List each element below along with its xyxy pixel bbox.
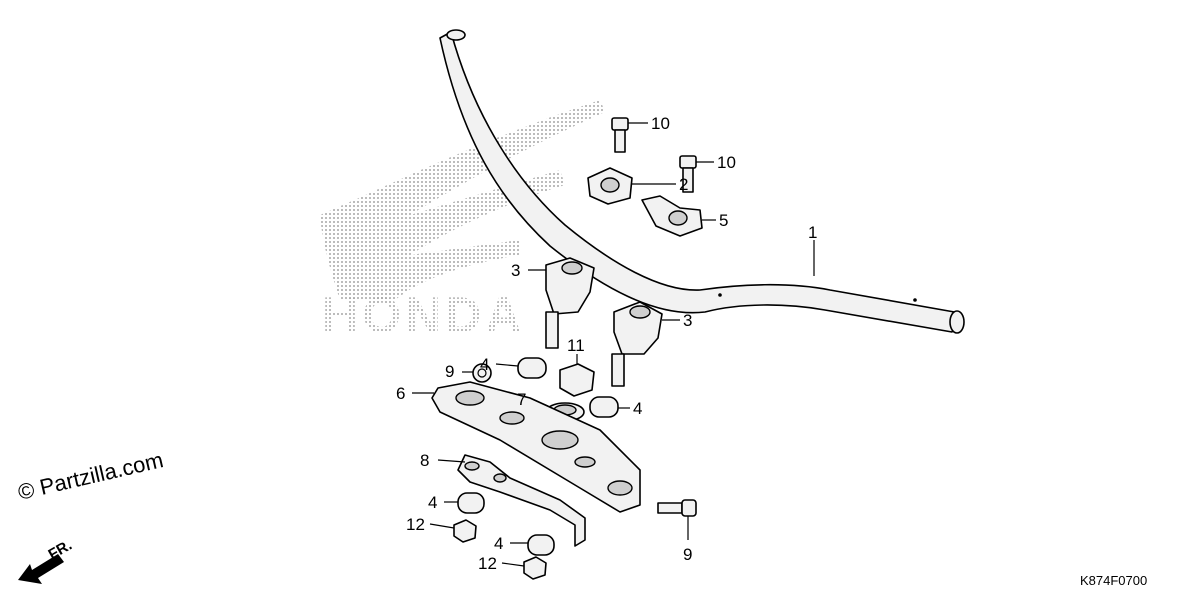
callout-3a: 3 [511,261,520,280]
callout-2: 2 [679,175,688,194]
nut-12a [453,519,477,543]
callout-4c: 4 [428,493,437,512]
callout-3b: 3 [683,311,692,330]
diagram-code: K874F0700 [1080,573,1147,588]
callout-10a: 10 [651,114,670,133]
leader-lines [412,122,815,567]
upper-holder-2 [587,167,633,205]
callout-11: 11 [567,336,585,355]
callout-6: 6 [396,384,405,403]
upper-holder-5 [641,195,703,237]
callout-8: 8 [420,451,429,470]
nut-11 [559,363,595,397]
handlebar [439,29,965,334]
watermark-brand-text: HONDA [322,287,525,343]
callout-12b: 12 [478,554,497,573]
bolt-10a [611,117,629,153]
callout-numbers: 10 10 2 5 1 3 3 4 4 9 11 7 6 8 4 12 4 12… [396,114,817,573]
honda-watermark: HONDA [320,100,605,343]
nut-9a [472,363,492,383]
callout-12a: 12 [406,515,425,534]
cushion-4d [527,534,555,556]
cushion-4b [589,396,619,418]
cushion-4a [517,357,547,379]
callout-4b: 4 [633,399,642,418]
callout-1: 1 [808,223,817,242]
front-direction-indicator: FR. [18,537,75,584]
callout-9a: 9 [445,362,454,381]
wing-logo-shape [320,100,605,300]
front-arrow-icon [18,554,64,584]
bolt-9b [657,499,697,517]
bracket-8 [457,454,586,547]
callout-9b: 9 [683,545,692,564]
top-bridge-6 [431,381,641,513]
callout-5: 5 [719,211,728,230]
callout-4a: 4 [480,355,489,374]
nut-12b [523,556,547,580]
lower-holder-3a [545,257,595,349]
lower-holder-3b [611,301,663,387]
callout-7: 7 [517,390,526,409]
callout-4d: 4 [494,534,503,553]
callout-10b: 10 [717,153,736,172]
copyright-text: © Partzilla.com [16,447,166,505]
cushion-4c [457,492,485,514]
